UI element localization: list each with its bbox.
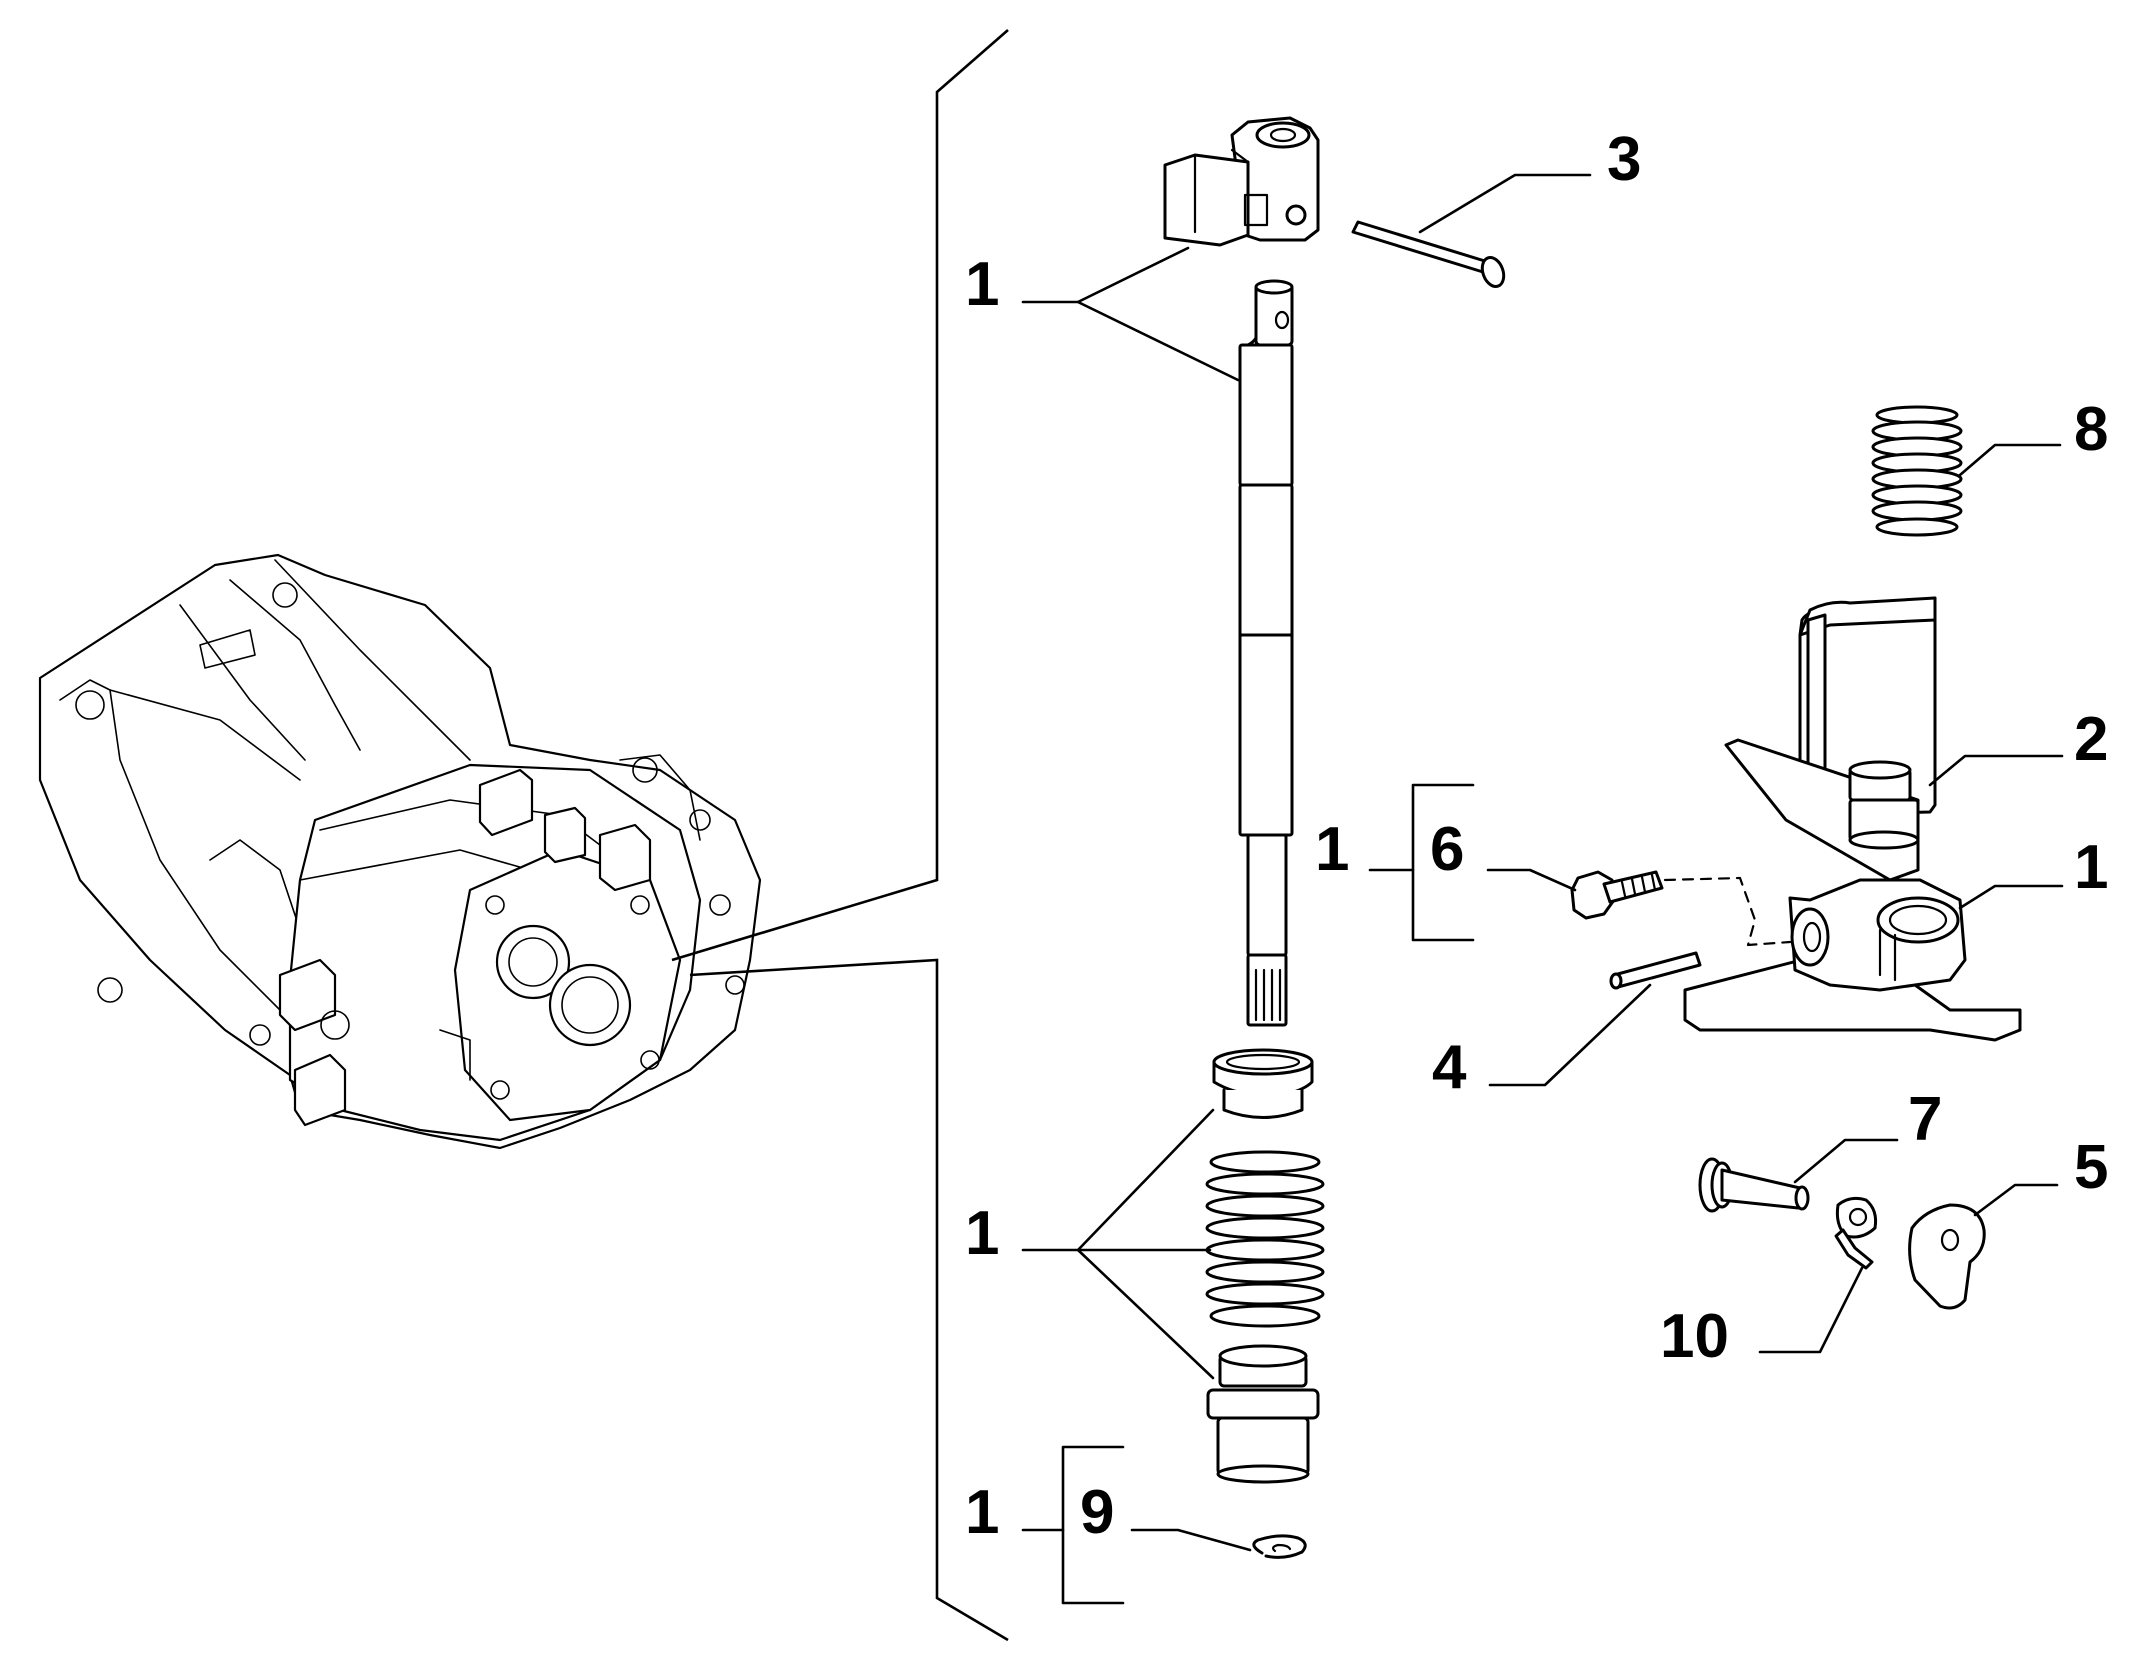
callout-1-top: 1 bbox=[965, 250, 999, 319]
pin bbox=[1351, 220, 1506, 289]
callout-6: 6 bbox=[1430, 815, 1464, 884]
spring-8 bbox=[1871, 405, 1963, 537]
bolt-7 bbox=[1698, 1157, 1810, 1213]
cam-5 bbox=[1908, 1203, 1986, 1310]
selector-finger-top bbox=[1163, 116, 1320, 247]
leader-lines bbox=[1021, 173, 2064, 1605]
callout-1-spring: 1 bbox=[965, 1199, 999, 1268]
callout-1-mid: 1 bbox=[1315, 815, 1349, 884]
selector-shaft bbox=[1238, 279, 1294, 1027]
bushing-10 bbox=[1834, 1196, 1878, 1270]
gearbox-housing-illustration bbox=[38, 553, 762, 1150]
callout-2: 2 bbox=[2074, 705, 2108, 774]
callout-4: 4 bbox=[1432, 1033, 1467, 1102]
callout-5: 5 bbox=[2074, 1133, 2108, 1202]
bolt-6 bbox=[1570, 870, 1664, 920]
callout-labels: 1 3 8 2 1 6 1 4 7 5 1 10 1 9 bbox=[965, 125, 2108, 1547]
callout-8: 8 bbox=[2074, 395, 2108, 464]
callout-1-right: 1 bbox=[2074, 833, 2108, 902]
dowel-pin bbox=[1609, 951, 1702, 990]
callout-7: 7 bbox=[1908, 1085, 1942, 1154]
callout-3: 3 bbox=[1607, 125, 1641, 194]
callout-10: 10 bbox=[1660, 1302, 1729, 1371]
diagram-frame bbox=[671, 29, 1009, 1642]
selector-lever bbox=[1683, 878, 2022, 1042]
interlock-plate bbox=[1724, 596, 1937, 882]
callout-1-bottom: 1 bbox=[965, 1478, 999, 1547]
lower-bushing bbox=[1206, 1344, 1320, 1484]
upper-bushing bbox=[1212, 1048, 1314, 1119]
callout-9: 9 bbox=[1080, 1478, 1114, 1547]
circlip bbox=[1252, 1534, 1307, 1559]
shaft-spring bbox=[1205, 1150, 1325, 1328]
